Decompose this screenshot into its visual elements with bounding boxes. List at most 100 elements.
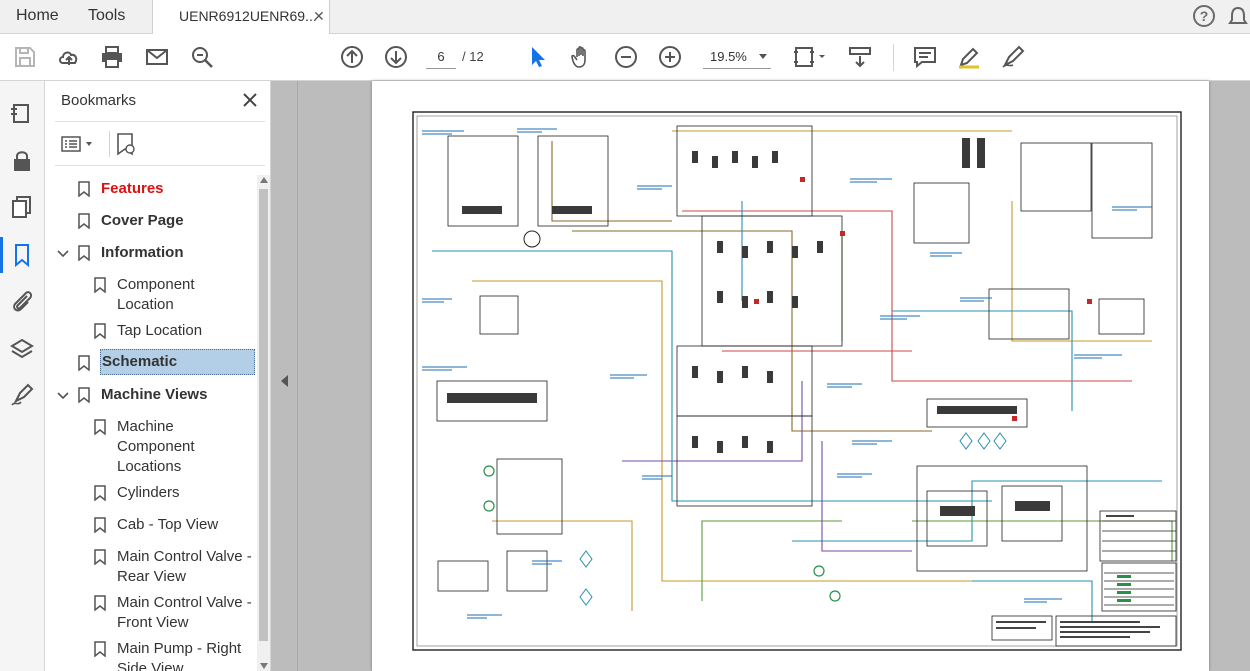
document-tab-title: UENR6912UENR69... bbox=[179, 8, 317, 24]
zoom-level-value: 19.5% bbox=[710, 49, 747, 64]
chevron-down-icon[interactable] bbox=[57, 390, 69, 402]
document-viewport[interactable] bbox=[271, 81, 1250, 671]
zoom-out-button[interactable] bbox=[613, 44, 639, 70]
bookmark-label: Machine Component Locations bbox=[117, 418, 195, 475]
bookmark-item-features[interactable]: Features bbox=[45, 179, 255, 199]
email-button[interactable] bbox=[144, 44, 170, 70]
close-panel-icon[interactable] bbox=[241, 91, 259, 109]
arrow-up-circle-icon bbox=[341, 46, 363, 68]
comment-button[interactable] bbox=[912, 44, 938, 70]
document-tab[interactable]: UENR6912UENR69... ✕ bbox=[152, 0, 330, 35]
chevron-down-icon[interactable] bbox=[57, 248, 69, 260]
page-fit-button[interactable] bbox=[792, 44, 828, 70]
bookmark-label: Machine Views bbox=[101, 386, 208, 403]
panel-edge bbox=[297, 81, 298, 671]
bookmark-item-main-control-valve-rear[interactable]: Main Control Valve - Rear View bbox=[45, 547, 255, 587]
help-icon[interactable]: ? bbox=[1193, 5, 1215, 27]
zoom-search-icon bbox=[192, 47, 213, 68]
panel-divider bbox=[55, 121, 265, 122]
page-fit-icon bbox=[794, 47, 825, 67]
sign-button[interactable] bbox=[1000, 44, 1026, 70]
minus-circle-icon bbox=[615, 46, 637, 68]
lock-icon bbox=[14, 151, 30, 171]
scroll-thumb[interactable] bbox=[259, 189, 268, 641]
page-thumbnails-button[interactable] bbox=[8, 99, 36, 127]
bookmark-icon bbox=[94, 277, 106, 293]
bookmark-item-cylinders[interactable]: Cylinders bbox=[45, 483, 255, 503]
scroll-mode-button[interactable] bbox=[847, 44, 873, 70]
previous-page-button[interactable] bbox=[339, 44, 365, 70]
scroll-down-icon[interactable] bbox=[260, 663, 268, 669]
bookmark-item-component-location[interactable]: Component Location bbox=[45, 275, 255, 315]
bookmark-item-information[interactable]: Information bbox=[45, 243, 255, 263]
select-tool-button[interactable] bbox=[525, 44, 551, 70]
close-tab-icon[interactable]: ✕ bbox=[313, 8, 325, 24]
chevron-down-icon bbox=[759, 54, 767, 59]
print-button[interactable] bbox=[99, 44, 125, 70]
zoom-in-button[interactable] bbox=[657, 44, 683, 70]
next-page-button[interactable] bbox=[383, 44, 409, 70]
signatures-button[interactable] bbox=[8, 381, 36, 409]
bookmark-list: Features Cover Page Information Componen… bbox=[45, 171, 255, 671]
bookmark-icon bbox=[94, 549, 106, 565]
active-indicator bbox=[0, 237, 3, 273]
bookmark-item-machine-component-locations[interactable]: Machine Component Locations bbox=[45, 417, 255, 477]
left-tool-rail bbox=[0, 81, 45, 671]
bookmark-label: Cab - Top View bbox=[117, 516, 219, 533]
tab-tools[interactable]: Tools bbox=[88, 7, 126, 24]
bookmark-icon bbox=[94, 595, 106, 611]
copy-pages-button[interactable] bbox=[8, 193, 36, 221]
bookmark-label: Schematic bbox=[100, 349, 255, 375]
bookmark-icon bbox=[78, 245, 90, 261]
bookmark-label: Features bbox=[101, 180, 164, 197]
bookmark-item-main-pump-right[interactable]: Main Pump - Right Side View bbox=[45, 639, 255, 671]
paperclip-icon bbox=[13, 291, 33, 312]
highlight-button[interactable] bbox=[956, 44, 982, 70]
bookmark-icon bbox=[94, 517, 106, 533]
bookmarks-scrollbar[interactable] bbox=[257, 175, 270, 671]
signature-pen-icon bbox=[11, 383, 34, 406]
bookmarks-panel: Bookmarks Features Cover Page Informatio… bbox=[45, 81, 271, 671]
bookmark-label: Main Pump - Right Side View bbox=[117, 640, 242, 671]
bookmark-item-main-control-valve-front[interactable]: Main Control Valve - Front View bbox=[45, 593, 255, 633]
notification-bell-icon[interactable] bbox=[1228, 6, 1248, 28]
bookmark-label: Cover Page bbox=[101, 212, 184, 229]
layers-button[interactable] bbox=[8, 335, 36, 363]
comment-icon bbox=[914, 47, 936, 69]
arrow-down-circle-icon bbox=[385, 46, 407, 68]
tab-bar: Home Tools UENR6912UENR69... ✕ ? bbox=[0, 0, 1250, 35]
bookmark-label: Component Location bbox=[117, 276, 195, 313]
panel-divider bbox=[55, 165, 265, 166]
bookmark-item-cover-page[interactable]: Cover Page bbox=[45, 211, 255, 231]
bookmark-item-cab-top-view[interactable]: Cab - Top View bbox=[45, 515, 255, 535]
toolbar-separator bbox=[893, 44, 894, 71]
bookmarks-button[interactable] bbox=[8, 241, 36, 269]
collapse-panel-icon[interactable] bbox=[281, 375, 288, 387]
bookmark-label: Tap Location bbox=[117, 322, 203, 339]
tab-home[interactable]: Home bbox=[16, 7, 59, 24]
add-bookmark-button[interactable] bbox=[115, 131, 137, 157]
bookmark-icon bbox=[15, 244, 29, 267]
save-icon bbox=[15, 47, 35, 67]
page-number-input[interactable] bbox=[426, 45, 456, 69]
bookmark-icon bbox=[78, 355, 90, 371]
zoom-level-select[interactable]: 19.5% bbox=[703, 45, 771, 69]
bookmark-item-machine-views[interactable]: Machine Views bbox=[45, 385, 255, 405]
bookmark-options-menu[interactable] bbox=[61, 131, 95, 157]
bookmark-label: Cylinders bbox=[117, 484, 180, 501]
scroll-up-icon[interactable] bbox=[260, 177, 268, 183]
bookmark-item-tap-location[interactable]: Tap Location bbox=[45, 321, 255, 341]
hand-tool-button[interactable] bbox=[569, 44, 595, 70]
security-button[interactable] bbox=[8, 147, 36, 175]
save-button[interactable] bbox=[12, 44, 38, 70]
print-icon bbox=[102, 46, 122, 68]
add-bookmark-icon bbox=[117, 133, 135, 156]
hydraulic-schematic-drawing bbox=[412, 111, 1182, 651]
attachments-button[interactable] bbox=[8, 287, 36, 315]
highlight-pen-icon bbox=[959, 47, 979, 69]
upload-button[interactable] bbox=[56, 44, 82, 70]
search-button[interactable] bbox=[189, 44, 215, 70]
bookmark-icon bbox=[94, 419, 106, 435]
scroll-mode-icon bbox=[849, 47, 871, 68]
bookmark-item-schematic[interactable]: Schematic bbox=[45, 349, 255, 375]
